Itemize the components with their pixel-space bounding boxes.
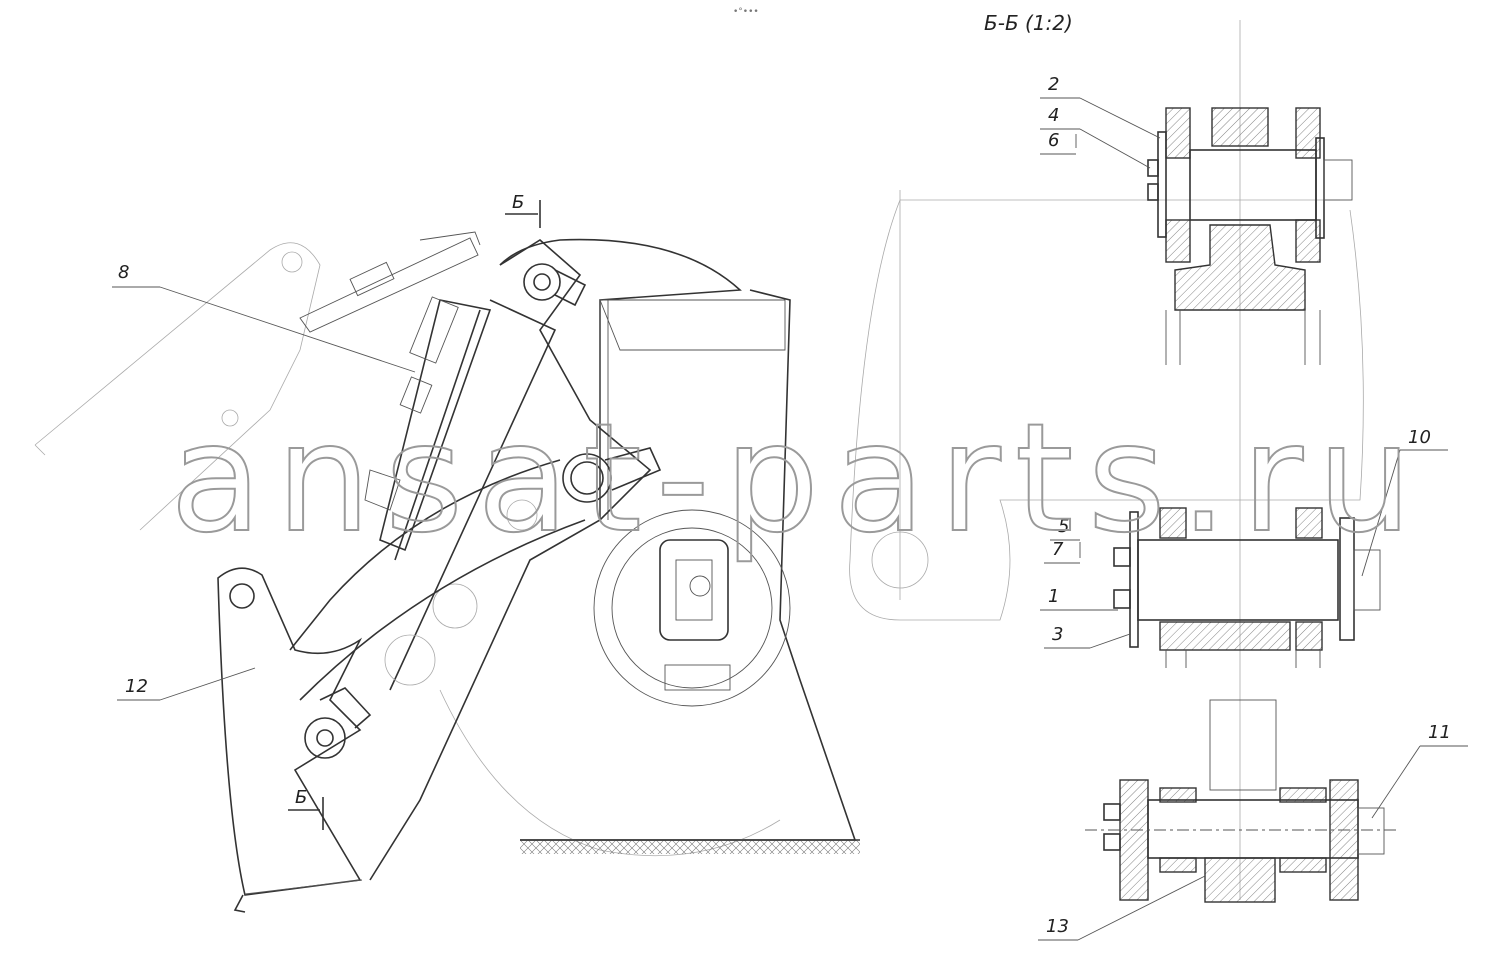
svg-text:3: 3 xyxy=(1052,624,1063,645)
callout-10: 10 xyxy=(1361,427,1448,577)
callout-4: 4 xyxy=(1040,105,1151,169)
section-mark-bottom: Б xyxy=(288,787,324,830)
section-view-middle xyxy=(1113,507,1381,668)
callout-2: 2 xyxy=(1040,74,1161,139)
header-mark: •°••• xyxy=(733,7,759,17)
svg-text:11: 11 xyxy=(1428,722,1451,743)
svg-text:8: 8 xyxy=(118,262,129,283)
callout-8: 8 xyxy=(112,262,416,373)
svg-text:5: 5 xyxy=(1058,516,1069,537)
svg-text:13: 13 xyxy=(1046,916,1069,937)
svg-text:10: 10 xyxy=(1408,427,1431,448)
svg-text:1: 1 xyxy=(1048,586,1059,607)
section-view-top xyxy=(1147,107,1353,365)
section-view-bottom xyxy=(1085,699,1400,903)
callout-11: 11 xyxy=(1371,722,1468,819)
callout-12: 12 xyxy=(117,667,256,701)
watermark: ansat-parts.ru xyxy=(170,392,1426,566)
svg-text:Б: Б xyxy=(295,787,307,808)
svg-text:12: 12 xyxy=(125,676,148,697)
svg-text:4: 4 xyxy=(1048,105,1059,126)
svg-text:6: 6 xyxy=(1048,130,1059,151)
callout-6: 6 xyxy=(1040,130,1077,155)
main-assembly xyxy=(34,20,1364,913)
svg-text:2: 2 xyxy=(1048,74,1059,95)
callout-7: 7 xyxy=(1044,539,1081,564)
callout-3: 3 xyxy=(1044,624,1131,649)
callout-13: 13 xyxy=(1038,875,1206,941)
section-title: Б-Б (1:2) xyxy=(984,11,1073,35)
callout-1: 1 xyxy=(1040,586,1118,611)
section-mark-top: Б xyxy=(505,192,541,228)
callout-5: 5 xyxy=(1050,516,1080,541)
svg-text:7: 7 xyxy=(1052,539,1064,560)
svg-text:Б: Б xyxy=(512,192,524,213)
